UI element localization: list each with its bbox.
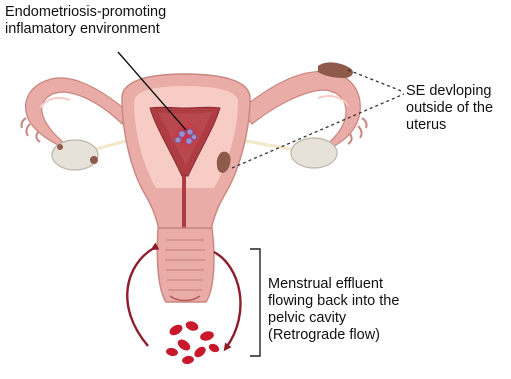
blood-cells bbox=[165, 320, 220, 365]
inflammatory-focus bbox=[172, 122, 200, 150]
right-ovary bbox=[291, 138, 337, 168]
retrograde-flow-label: Menstrual effluent flowing back into the… bbox=[268, 276, 508, 344]
retrograde-label-line-4: (Retrograde flow) bbox=[268, 327, 508, 344]
left-fallopian-tube bbox=[22, 78, 129, 150]
se-label-line-2: outside of the bbox=[406, 100, 506, 117]
right-fallopian-tube bbox=[240, 71, 367, 150]
retrograde-label-line-2: flowing back into the bbox=[268, 293, 508, 310]
left-ovarian-ligament bbox=[92, 140, 130, 150]
se-label: SE devloping outside of the uterus bbox=[406, 83, 506, 134]
retrograde-arrow-right bbox=[214, 252, 241, 348]
se-label-line-1: SE devloping bbox=[406, 83, 506, 100]
inflammation-label-line-1: Endometriosis-promoting bbox=[5, 4, 245, 21]
retrograde-label-line-1: Menstrual effluent bbox=[268, 276, 508, 293]
se-label-line-3: uterus bbox=[406, 117, 506, 134]
retrograde-arrow-left bbox=[127, 248, 154, 346]
retrograde-bracket bbox=[250, 249, 260, 356]
inflammation-label: Endometriosis-promoting inflamatory envi… bbox=[5, 4, 245, 38]
cervix-vagina bbox=[157, 228, 214, 302]
uterus-body bbox=[122, 74, 250, 240]
inflammation-label-line-2: inflamatory environment bbox=[5, 21, 245, 38]
retrograde-label-line-3: pelvic cavity bbox=[268, 310, 508, 327]
right-ovarian-ligament bbox=[240, 140, 296, 150]
